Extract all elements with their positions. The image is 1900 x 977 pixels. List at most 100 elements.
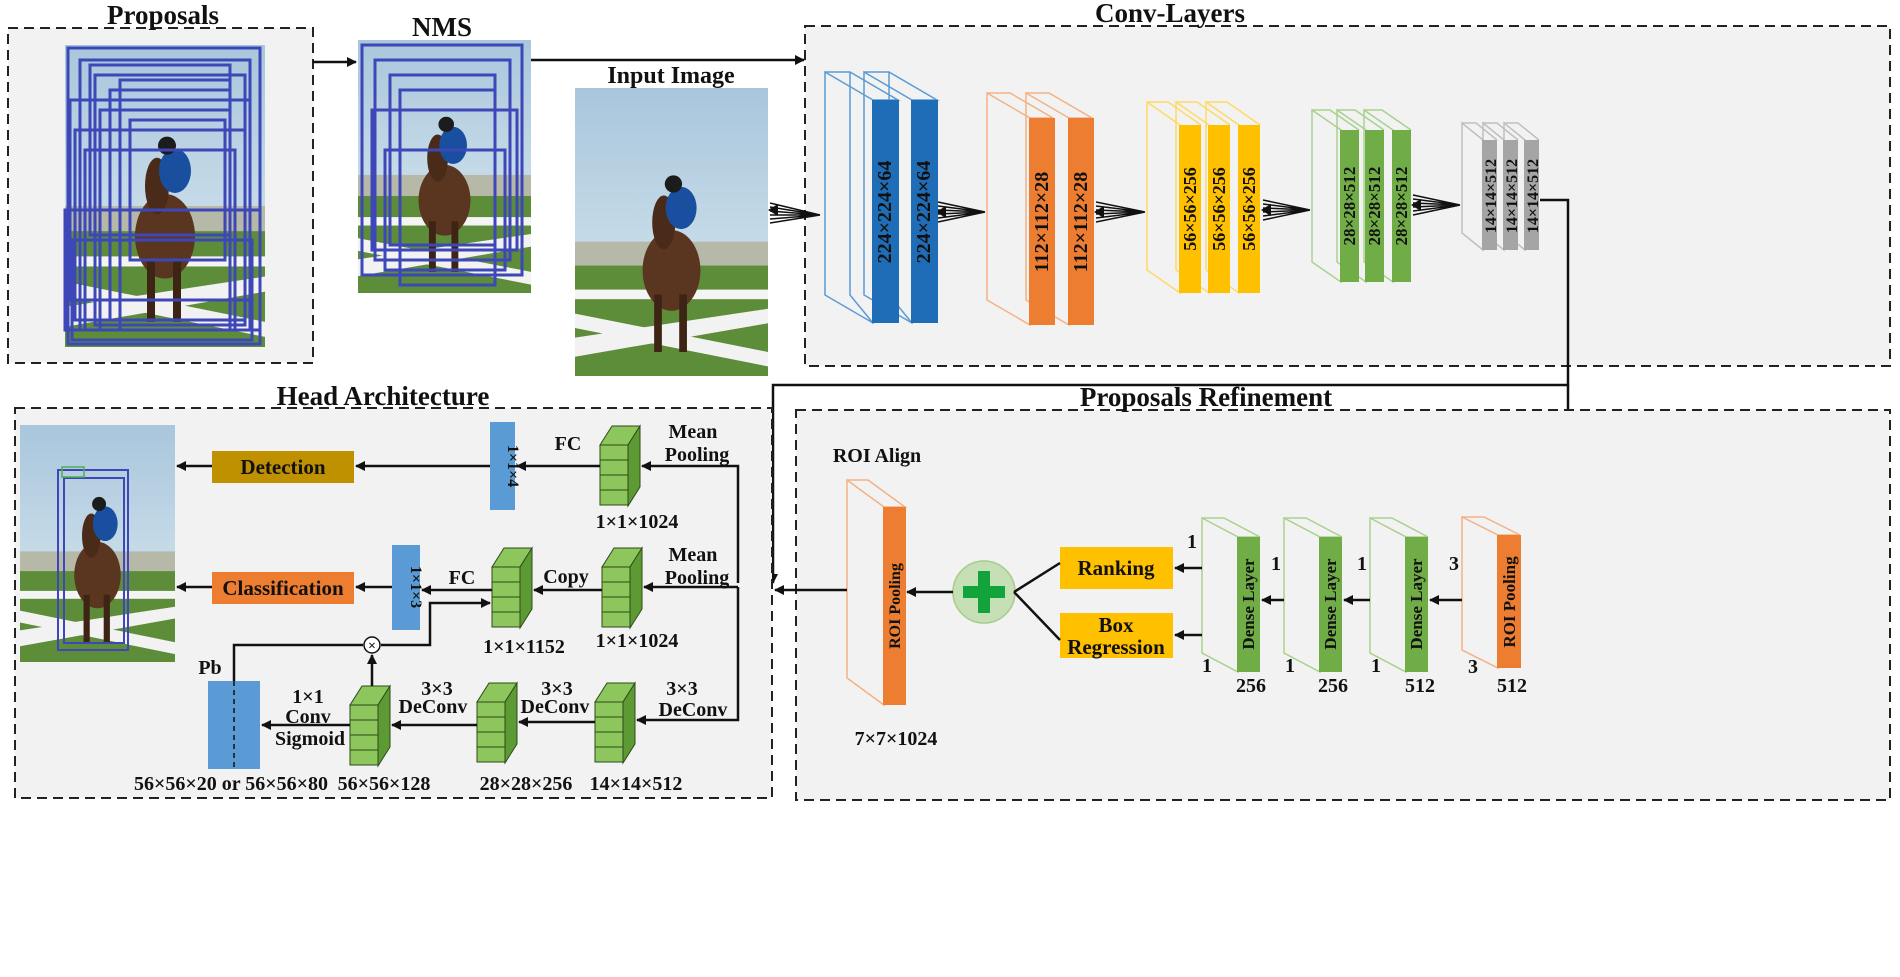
deconv-a-label: DeConv xyxy=(659,699,728,721)
proposals-title: Proposals xyxy=(107,0,219,30)
stack-mean-pooling-mid xyxy=(601,546,643,630)
line-pb-to-multiply xyxy=(232,643,363,681)
arrow-trunk-to-meanpool-top xyxy=(641,461,740,583)
proposals-refinement-title: Proposals Refinement xyxy=(1080,382,1332,412)
fc-mid-bar xyxy=(392,545,420,630)
conv-fan-connectors xyxy=(769,194,1461,224)
deconv-c-label: DeConv xyxy=(399,696,468,718)
stack-copy-1152 xyxy=(491,546,533,630)
fc-mid-label: FC xyxy=(449,567,476,589)
proposals-panel: Proposals xyxy=(7,0,314,364)
plus-icon-horizontal xyxy=(963,586,1005,598)
nms-block: NMS xyxy=(358,12,531,293)
arrow-trunk-to-deconv14 xyxy=(636,587,740,725)
conv-label-13: 14×14×512 xyxy=(1525,159,1542,233)
conv-stage-orange: 112×112×28 112×112×28 xyxy=(986,91,1095,327)
input-image xyxy=(575,88,768,376)
roi-right-dim: 512 xyxy=(1497,675,1527,697)
stack-deconv-56 xyxy=(349,684,391,768)
dim-14-512-label: 14×14×512 xyxy=(590,773,683,795)
classification-label: Classification xyxy=(222,576,344,600)
roi-right-in-label: 3 xyxy=(1449,553,1459,575)
conv-block-6 xyxy=(1208,125,1230,293)
roi-pooling-right-label: ROI Pooling xyxy=(1500,556,1519,648)
proposals-refinement-panel: Proposals Refinement ROI Align ROI Pooli… xyxy=(774,382,1891,801)
roi-pooling-left-bar xyxy=(883,507,906,705)
proposals-image xyxy=(63,45,265,347)
conv-stage-yellow: 56×56×256 56×56×256 56×56×256 xyxy=(1146,100,1261,295)
detection-box xyxy=(212,451,354,483)
nms-title: NMS xyxy=(412,12,472,42)
dim-1024-top-label: 1×1×1024 xyxy=(596,511,679,533)
conv-label-12: 14×14×512 xyxy=(1504,159,1521,233)
classification-box xyxy=(212,572,354,604)
conv-stage-gray: 14×14×512 14×14×512 14×14×512 xyxy=(1461,121,1542,252)
conv-block-5 xyxy=(1179,125,1201,293)
pb-label: Pb xyxy=(198,657,221,679)
detection-label: Detection xyxy=(240,455,325,479)
conv1-label: 1×1 xyxy=(292,686,323,708)
dense-label-3: Dense Layer xyxy=(1407,558,1426,650)
conv-label-8: 28×28×512 xyxy=(1340,167,1359,246)
dim-28-256-label: 28×28×256 xyxy=(480,773,573,795)
pooling-mid-label: Pooling xyxy=(665,567,729,589)
conv-block-8 xyxy=(1340,130,1359,282)
pooling-top-label: Pooling xyxy=(665,444,729,466)
pb-dim: 56×56×20 or 56×56×80 xyxy=(134,773,328,795)
dense1-out-label: 1 xyxy=(1202,655,1212,677)
roi-align-label: ROI Align xyxy=(833,445,921,467)
fc-top-bar xyxy=(490,422,515,510)
dim-1024-mid-label: 1×1×1024 xyxy=(596,630,679,652)
conv-block-11 xyxy=(1482,140,1497,250)
deconv3-c-label: 3×3 xyxy=(421,678,452,700)
dim-1152-label: 1×1×1152 xyxy=(483,636,565,658)
conv-label-3: 112×112×28 xyxy=(1031,172,1053,273)
conv-label-6: 56×56×256 xyxy=(1209,167,1229,251)
ranking-label: Ranking xyxy=(1077,556,1155,580)
conv-block-4 xyxy=(1068,118,1094,325)
conv-label-1: 224×224×64 xyxy=(874,161,896,264)
fc-top-label: FC xyxy=(555,433,582,455)
roi-pooling-left-dim: 7×7×1024 xyxy=(855,728,938,750)
dense2-in-label: 1 xyxy=(1271,553,1281,575)
dense-label-1: Dense Layer xyxy=(1239,558,1258,650)
sigmoid-label: Sigmoid xyxy=(275,728,345,750)
conv-block-7 xyxy=(1238,125,1260,293)
conv-label: Conv xyxy=(285,706,331,728)
line-boxreg-to-plus xyxy=(1013,591,1061,641)
dense2-dim: 256 xyxy=(1318,675,1348,697)
deconv3-b-label: 3×3 xyxy=(541,678,572,700)
multiply-node xyxy=(363,636,381,654)
conv-stage-blue: 224×224×64 224×224×64 xyxy=(824,70,940,325)
stack-deconv-28 xyxy=(476,681,518,765)
input-image-block: Input Image xyxy=(575,63,768,376)
deconv-b-label: DeConv xyxy=(521,696,590,718)
line-ranking-to-plus xyxy=(1013,561,1061,594)
box-regression-line2: Regression xyxy=(1067,635,1165,659)
roi-pooling-left-label: ROI Pooling xyxy=(887,563,904,649)
head-architecture-title: Head Architecture xyxy=(277,381,490,411)
fc-mid-dim: 1×1×3 xyxy=(407,566,424,608)
input-image-title: Input Image xyxy=(607,63,735,89)
conv-label-11: 14×14×512 xyxy=(1483,159,1500,233)
conv-layers-panel: Conv-Layers 224×224×64 xyxy=(768,0,1891,367)
conv-label-7: 56×56×256 xyxy=(1239,167,1259,251)
dense-layer-3: Dense Layer xyxy=(1369,516,1429,674)
dense3-out-label: 1 xyxy=(1371,655,1381,677)
dense3-dim: 512 xyxy=(1405,675,1435,697)
box-regression-line1: Box xyxy=(1098,613,1134,637)
dense3-in-label: 1 xyxy=(1357,553,1367,575)
stack-deconv-14 xyxy=(594,681,636,765)
dense-layer-2: Dense Layer xyxy=(1283,516,1343,674)
ranking-box xyxy=(1060,547,1173,589)
roi-pooling-right: ROI Pooling xyxy=(1461,515,1521,670)
conv-block-3 xyxy=(1029,118,1055,325)
dense1-in-label: 1 xyxy=(1187,531,1197,553)
deconv3-a-label: 3×3 xyxy=(666,678,697,700)
dense-label-2: Dense Layer xyxy=(1321,558,1340,650)
conv-block-12 xyxy=(1503,140,1518,250)
head-architecture-panel: Head Architecture Detection Classificati… xyxy=(14,381,773,799)
roi-right-out-label: 3 xyxy=(1468,656,1478,678)
conv-block-10 xyxy=(1392,130,1411,282)
dense2-out-label: 1 xyxy=(1285,655,1295,677)
